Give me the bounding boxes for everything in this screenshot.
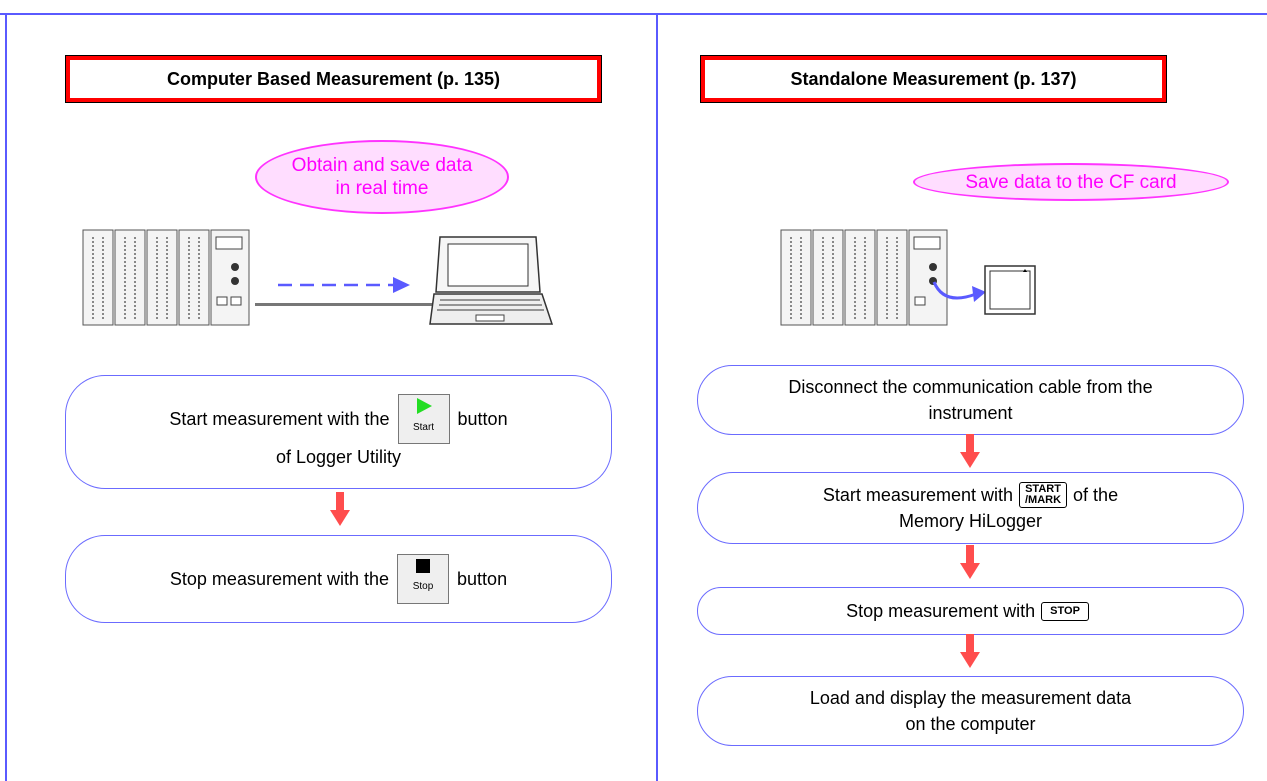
start-button-label: Start: [412, 422, 435, 433]
right-step1-line1: Disconnect the communication cable from …: [788, 377, 1153, 397]
left-step1-text-after: button: [457, 409, 508, 429]
right-step-load: Load and display the measurement data on…: [697, 676, 1244, 746]
left-step-stop: Stop measurement with the Stop button: [65, 535, 612, 623]
data-flow-arrow: [278, 277, 410, 293]
start-button[interactable]: Start: [397, 394, 450, 444]
data-logger-icon: [82, 229, 250, 326]
frame-divider: [656, 13, 658, 781]
save-to-card-arrow: [932, 281, 986, 302]
left-callout-line2: in real time: [335, 178, 429, 199]
right-title-box: Standalone Measurement (p. 137): [700, 55, 1167, 103]
left-callout: Obtain and save data in real time: [255, 140, 509, 214]
right-step2-text: Start measurement with: [822, 485, 1013, 505]
right-step2-text-after: of the: [1073, 485, 1119, 505]
frame-left-border: [5, 13, 7, 781]
right-title: Standalone Measurement (p. 137): [705, 60, 1162, 98]
data-logger-icon-standalone: [780, 229, 948, 326]
right-step4-line2: on the computer: [905, 714, 1036, 734]
left-title-box: Computer Based Measurement (p. 135): [65, 55, 602, 103]
left-step-start: Start measurement with the Start button …: [65, 375, 612, 489]
left-step1-line2: of Logger Utility: [275, 447, 402, 467]
right-callout: Save data to the CF card: [913, 163, 1229, 201]
start-mark-key-line1: START: [1025, 483, 1061, 495]
right-step3-text: Stop measurement with: [846, 601, 1036, 621]
frame-top-border: [0, 13, 1267, 15]
cf-card-icon: [984, 265, 1036, 315]
laptop-icon: [429, 236, 553, 325]
right-step-disconnect: Disconnect the communication cable from …: [697, 365, 1244, 435]
flow-arrow-down-3: [960, 634, 980, 668]
left-step2-text-after: button: [457, 569, 508, 589]
flow-arrow-down-2: [960, 545, 980, 579]
stop-key[interactable]: STOP: [1041, 601, 1089, 621]
stop-button[interactable]: Stop: [397, 554, 450, 604]
right-step-stop: Stop measurement with STOP: [697, 587, 1244, 635]
start-mark-key[interactable]: START /MARK: [1018, 482, 1068, 508]
flow-arrow-down-1: [960, 434, 980, 468]
right-step1-line2: instrument: [928, 403, 1013, 423]
right-callout-text: Save data to the CF card: [965, 171, 1177, 193]
right-step2-line2: Memory HiLogger: [898, 511, 1043, 531]
play-icon: [416, 398, 432, 414]
left-step1-text: Start measurement with the: [169, 409, 390, 429]
left-title: Computer Based Measurement (p. 135): [70, 60, 597, 98]
flow-arrow-down: [330, 492, 350, 526]
left-callout-line1: Obtain and save data: [291, 155, 473, 176]
left-step2-text: Stop measurement with the: [169, 569, 390, 589]
stop-square-icon: [416, 559, 431, 573]
right-step4-line1: Load and display the measurement data: [809, 688, 1132, 708]
right-step-start: Start measurement with START /MARK of th…: [697, 472, 1244, 544]
start-mark-key-line2: /MARK: [1024, 494, 1062, 506]
cable-line: [255, 303, 433, 306]
stop-button-label: Stop: [412, 581, 434, 592]
